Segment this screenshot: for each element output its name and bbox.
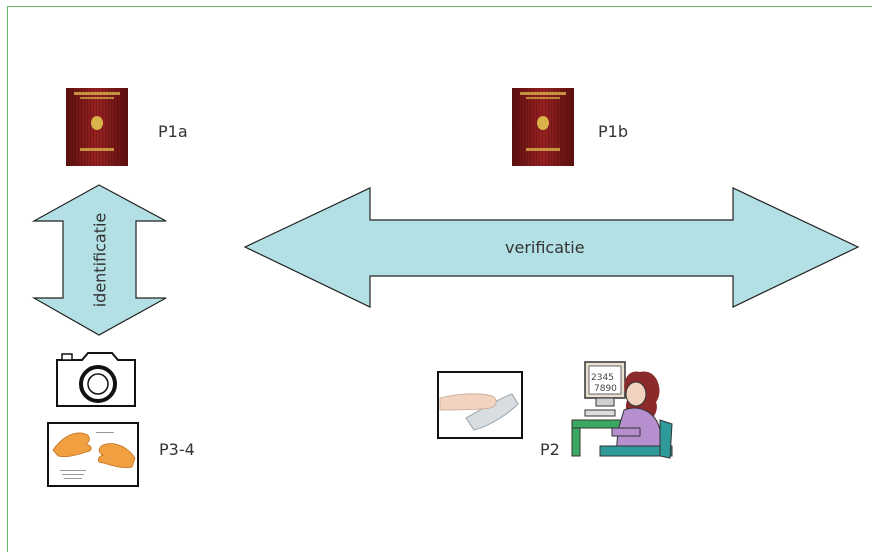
svg-text:7890: 7890 <box>594 384 617 394</box>
passport-icon <box>512 88 574 166</box>
identificatie-label: identificatie <box>90 212 110 308</box>
passport-icon <box>66 88 128 166</box>
fingerprint-scanner-icon <box>437 371 523 439</box>
label-p1a: P1a <box>158 122 188 141</box>
label-p2: P2 <box>540 440 560 459</box>
label-p1b: P1b <box>598 122 628 141</box>
fingerprint-card-icon <box>47 422 139 487</box>
verificatie-arrow <box>243 187 860 308</box>
identificatie-arrow <box>31 184 167 336</box>
computer-operator-icon: 2345 7890 <box>571 361 673 459</box>
camera-icon <box>56 352 136 407</box>
diagram-frame <box>7 6 872 552</box>
label-p3-4: P3-4 <box>159 440 195 459</box>
verificatie-label: verificatie <box>505 238 585 257</box>
svg-text:2345: 2345 <box>591 373 614 383</box>
